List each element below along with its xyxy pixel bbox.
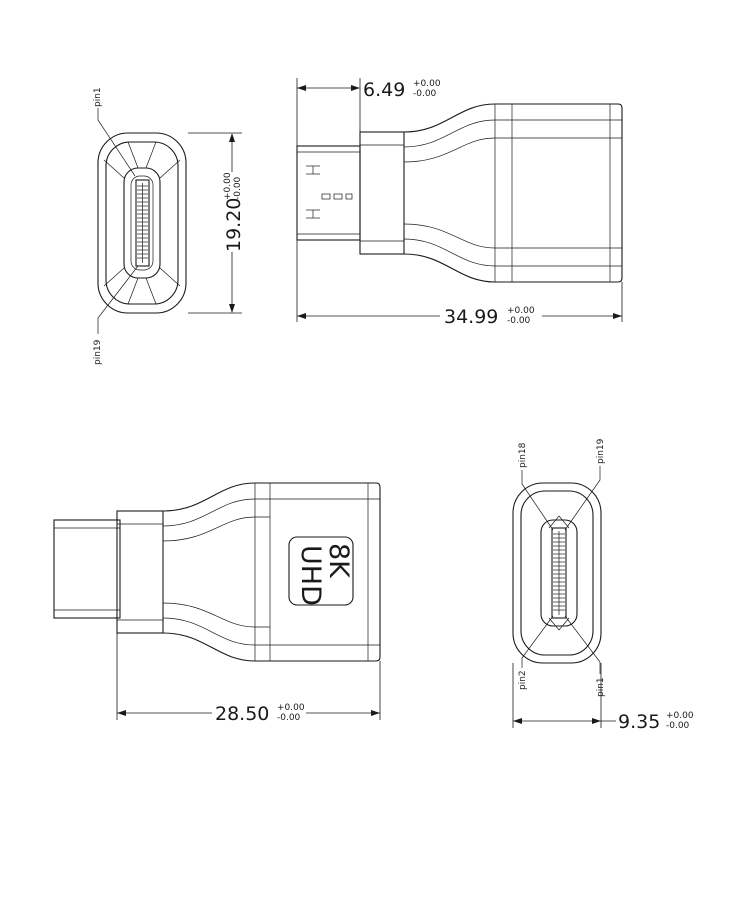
- end-pin18-leader: [521, 470, 554, 531]
- side-top-arrow-left: [297, 85, 306, 91]
- end-pin19-leader: [564, 466, 601, 531]
- side-top-value: 6.49: [363, 79, 405, 101]
- front-facet-lines: [103, 141, 181, 305]
- side-plug-notches: [321, 193, 353, 200]
- side-plug: [296, 145, 361, 241]
- logo-line-8k: 8K: [323, 543, 354, 579]
- side-collar: [359, 131, 405, 255]
- front-socket-inner: [130, 175, 154, 271]
- side-top-arrow-right: [351, 85, 360, 91]
- front-pin1-label: pin1: [93, 87, 103, 107]
- end-socket-top-chamfer: [548, 515, 570, 529]
- front-pin1-leader: [97, 108, 136, 177]
- end-contact-frame: [551, 527, 567, 619]
- end-pin19-label: pin19: [596, 438, 606, 464]
- front-socket-outer: [123, 167, 161, 279]
- end-arrow-left: [513, 718, 522, 724]
- side-total-tol-plus: +0.00: [507, 306, 535, 316]
- front-housing-inner: [105, 141, 179, 305]
- end-width-tol-plus: +0.00: [666, 711, 694, 721]
- side-taper-curve-4: [403, 238, 622, 267]
- side-total-tol-minus: -0.00: [507, 316, 531, 326]
- side-view: 6.49 +0.00 -0.00 34.99 +0.00 -0.00: [296, 78, 623, 328]
- end-width-value: 9.35: [618, 711, 660, 733]
- bottom-arrow-right: [371, 710, 380, 716]
- front-height-label: 19.20 +0.00 -0.00: [223, 172, 245, 252]
- side-top-tol-minus: -0.00: [413, 89, 437, 99]
- front-pin19-label: pin19: [93, 339, 103, 365]
- side-h-mark-2: [306, 209, 320, 219]
- front-housing-outer: [97, 132, 187, 314]
- side-taper-curve-3: [403, 223, 622, 249]
- end-socket-bottom-chamfer: [548, 617, 570, 631]
- front-view: pin1 pin19 19.20 +0.00 -0.00: [93, 87, 245, 365]
- side-total-arrow-right: [613, 313, 622, 319]
- end-contact-pins: [553, 533, 565, 611]
- end-view: pin18 pin19 pin2 pin1 9.35 +0.00 -0.00: [512, 438, 694, 733]
- bottom-length-tol-plus: +0.00: [277, 703, 305, 713]
- bottom-arrow-left: [117, 710, 126, 716]
- bottom-taper-curve-4: [162, 617, 380, 646]
- front-height-tol-plus: +0.00: [223, 172, 233, 200]
- bottom-body-taper: [162, 482, 381, 662]
- side-taper-curve-1: [403, 119, 622, 148]
- bottom-taper-curve-1: [162, 498, 380, 527]
- end-housing-outer: [512, 482, 602, 664]
- front-contact-frame: [135, 179, 150, 267]
- side-body-taper: [403, 103, 623, 283]
- front-height-value: 19.20: [223, 198, 245, 252]
- front-pin19-leader: [97, 265, 139, 334]
- end-pin18-label: pin18: [518, 442, 528, 468]
- end-pin2-leader: [521, 615, 554, 668]
- logo-line-uhd: UHD: [295, 545, 326, 606]
- side-h-mark-1: [306, 165, 320, 175]
- bottom-length-value: 28.50: [215, 703, 269, 725]
- bottom-taper-curve-2: [162, 516, 270, 542]
- end-pin2-label: pin2: [518, 670, 528, 690]
- side-total-arrow-left: [297, 313, 306, 319]
- side-total-value: 34.99: [444, 306, 498, 328]
- end-pin1-leader: [564, 615, 601, 674]
- bottom-taper-curve-3: [162, 602, 270, 628]
- front-contact-pins: [137, 185, 148, 259]
- logo-box: [288, 536, 354, 606]
- side-top-tol-plus: +0.00: [413, 79, 441, 89]
- bottom-collar: [116, 510, 164, 634]
- front-height-arrow-top: [229, 133, 235, 142]
- end-width-tol-minus: -0.00: [666, 721, 690, 731]
- end-socket-outer: [540, 519, 578, 627]
- end-arrow-right: [592, 718, 601, 724]
- front-height-arrow-bottom: [229, 304, 235, 313]
- side-taper-curve-2: [403, 137, 622, 163]
- front-height-tol-minus: -0.00: [233, 176, 243, 200]
- bottom-plug: [53, 519, 121, 619]
- bottom-view: 8K UHD 28.50 +0.00 -0.00: [53, 482, 381, 725]
- end-housing-inner: [520, 490, 594, 656]
- bottom-length-tol-minus: -0.00: [277, 713, 301, 723]
